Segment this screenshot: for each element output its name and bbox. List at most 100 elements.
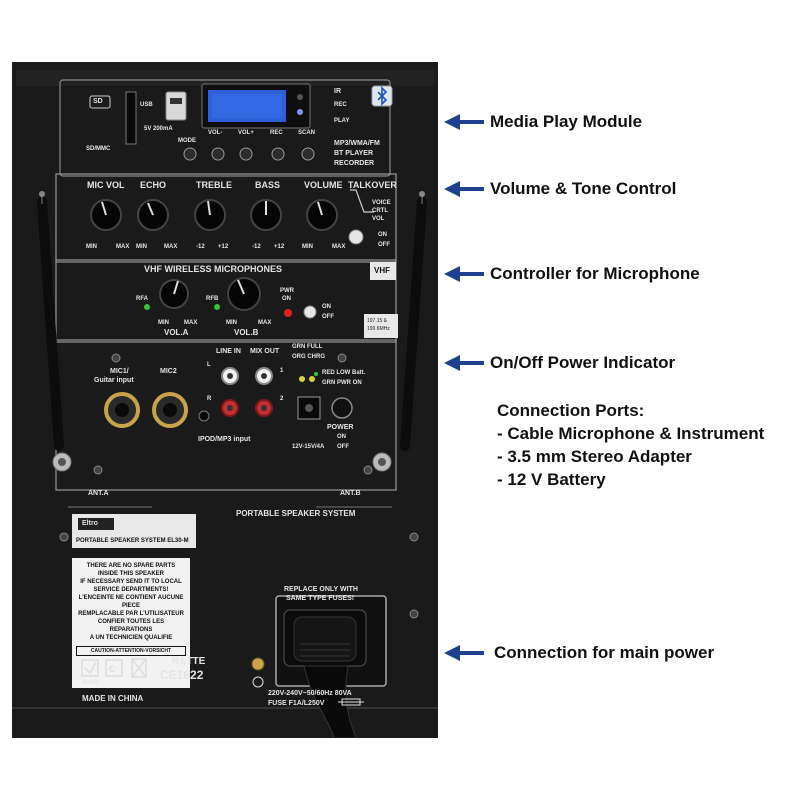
power-off-label: OFF — [337, 444, 349, 450]
talkover-off-label: OFF — [378, 242, 390, 248]
replace-line-2: SAME TYPE FUSES! — [286, 595, 355, 602]
caution-label: CAUTION-ATTENTION-VORSICHT — [76, 646, 186, 656]
crtl-label: CRTL — [372, 208, 388, 214]
freq-label-2: 199.6MHz — [367, 326, 390, 332]
ce-mark-label: CE1622 — [160, 668, 204, 682]
portable-speaker-title: PORTABLE SPEAKER SYSTEM — [236, 509, 356, 518]
echo-min: MIN — [136, 244, 147, 250]
model-label: PORTABLE SPEAKER SYSTEM EL30-M — [76, 538, 189, 544]
fuse-label: FUSE F1A/L250V — [268, 700, 325, 707]
vola-max: MAX — [184, 320, 198, 326]
wireless-on-label: ON — [322, 304, 331, 310]
line-in-label: LINE IN — [216, 348, 241, 355]
replace-line-1: REPLACE ONLY WITH — [284, 586, 358, 593]
vol-plus-label: VOL+ — [238, 130, 254, 136]
out1-label: 1 — [280, 368, 284, 374]
scan-label: SCAN — [298, 130, 316, 136]
warning-line-2: INSIDE THIS SPEAKER — [97, 571, 164, 577]
ipod-label: IPOD/MP3 input — [198, 436, 251, 443]
rfa-label: RFA — [136, 296, 148, 302]
mic1-label: MIC1/ — [110, 368, 129, 375]
usb-label: USB — [140, 102, 153, 108]
connection-ports-title: Connection Ports: — [497, 401, 645, 420]
echo-max: MAX — [164, 244, 178, 250]
mic2-label: MIC2 — [160, 368, 177, 375]
dc-rating-label: 12V-15V/4A — [292, 444, 325, 450]
label-power-indicator: On/Off Power Indicator — [490, 353, 676, 372]
volume-max: MAX — [332, 244, 346, 250]
warning-line-3: IF NECESSARY SEND IT TO LOCAL — [80, 579, 182, 585]
arrow-main-power — [444, 645, 484, 661]
panel-artwork: C — [12, 62, 438, 738]
warning-line-1: THERE ARE NO SPARE PARTS — [86, 563, 176, 569]
r-label: R — [207, 396, 212, 402]
l-label: L — [207, 362, 211, 368]
ant-b-label: ANT.B — [340, 490, 361, 497]
mode-label: MODE — [178, 138, 196, 144]
org-chrg-label: ORG CHRG — [292, 354, 325, 360]
rfb-label: RFB — [206, 296, 219, 302]
knob-label-echo: ECHO — [140, 180, 167, 190]
vol-minus-label: VOL- — [208, 130, 223, 136]
ir-label: IR — [334, 88, 341, 95]
vola-min: MIN — [158, 320, 169, 326]
freq-label-1: 197.15 & — [367, 318, 388, 324]
pwr-on-label: ON — [282, 296, 291, 302]
wireless-title: VHF WIRELESS MICROPHONES — [144, 264, 283, 274]
vol-label: VOL — [372, 216, 385, 222]
warning-line-8: A UN TECHNICIEN QUALIFIE — [89, 635, 173, 641]
recorder-label: RECORDER — [334, 160, 375, 167]
formats-label: MP3/WMA/FM — [334, 140, 380, 147]
rohs-label: RoHS — [82, 680, 99, 686]
volb-min: MIN — [226, 320, 237, 326]
knob-label-treble: TREBLE — [196, 180, 232, 190]
volb-label: VOL.B — [234, 328, 259, 337]
warning-sticker: THERE ARE NO SPARE PARTS INSIDE THIS SPE… — [76, 562, 186, 656]
rec-button-label: REC — [270, 130, 283, 136]
bt-player-label: BT PLAYER — [334, 150, 374, 157]
label-volume-tone-control: Volume & Tone Control — [490, 179, 677, 198]
treble-min: -12 — [196, 244, 205, 250]
sd-mmc-label: SD/MMC — [86, 146, 111, 152]
talkover-label: TALKOVER — [348, 180, 397, 190]
pwr-label: PWR — [280, 288, 294, 294]
arrow-controller-mic — [444, 266, 484, 282]
vhf-label: VHF — [374, 266, 390, 275]
label-media-play-module: Media Play Module — [490, 112, 643, 131]
connection-ports-list: Connection Ports: - Cable Microphone & I… — [497, 399, 764, 491]
talkover-on-label: ON — [378, 232, 387, 238]
red-low-label: RED LOW Batt. — [322, 370, 366, 376]
warning-line-7: CONFIER TOUTES LES REPARATIONS — [97, 619, 165, 633]
wireless-off-label: OFF — [322, 314, 334, 320]
mic-vol-max: MAX — [116, 244, 130, 250]
warning-line-5: L'ENCEINTE NE CONTIENT AUCUNE PIECE — [78, 595, 184, 609]
label-main-power: Connection for main power — [494, 643, 715, 662]
brand-label: Eltro — [82, 520, 98, 527]
warning-line-6: REMPLACABLE PAR L'UTILISATEUR — [78, 611, 184, 617]
bass-min: -12 — [252, 244, 261, 250]
vola-label: VOL.A — [164, 328, 189, 337]
knob-label-volume: VOLUME — [304, 180, 343, 190]
usb-power-label: 5V 200mA — [144, 126, 173, 132]
arrow-media-play — [444, 114, 484, 130]
volume-min: MIN — [302, 244, 313, 250]
rec-label: REC — [334, 102, 347, 108]
sd-label: SD — [93, 98, 103, 105]
play-label: PLAY — [334, 118, 350, 124]
power-label: POWER — [327, 424, 354, 431]
connection-port-item: - Cable Microphone & Instrument — [497, 424, 765, 443]
connection-port-item: - 3.5 mm Stereo Adapter — [497, 447, 692, 466]
knob-label-bass: BASS — [255, 180, 281, 190]
voice-label: VOICE — [372, 200, 391, 206]
arrow-power-indicator — [444, 355, 484, 371]
grn-pwr-label: GRN PWR ON — [322, 380, 362, 386]
power-rating-label: 220V-240V~50/60Hz 80VA — [268, 690, 352, 697]
out2-label: 2 — [280, 396, 284, 402]
ant-a-label: ANT.A — [88, 490, 109, 497]
connection-port-item: - 12 V Battery — [497, 470, 606, 489]
mix-out-label: MIX OUT — [250, 348, 280, 355]
label-controller-microphone: Controller for Microphone — [490, 264, 700, 283]
mic-vol-min: MIN — [86, 244, 97, 250]
svg-text:C: C — [109, 664, 116, 674]
treble-max: +12 — [218, 244, 229, 250]
